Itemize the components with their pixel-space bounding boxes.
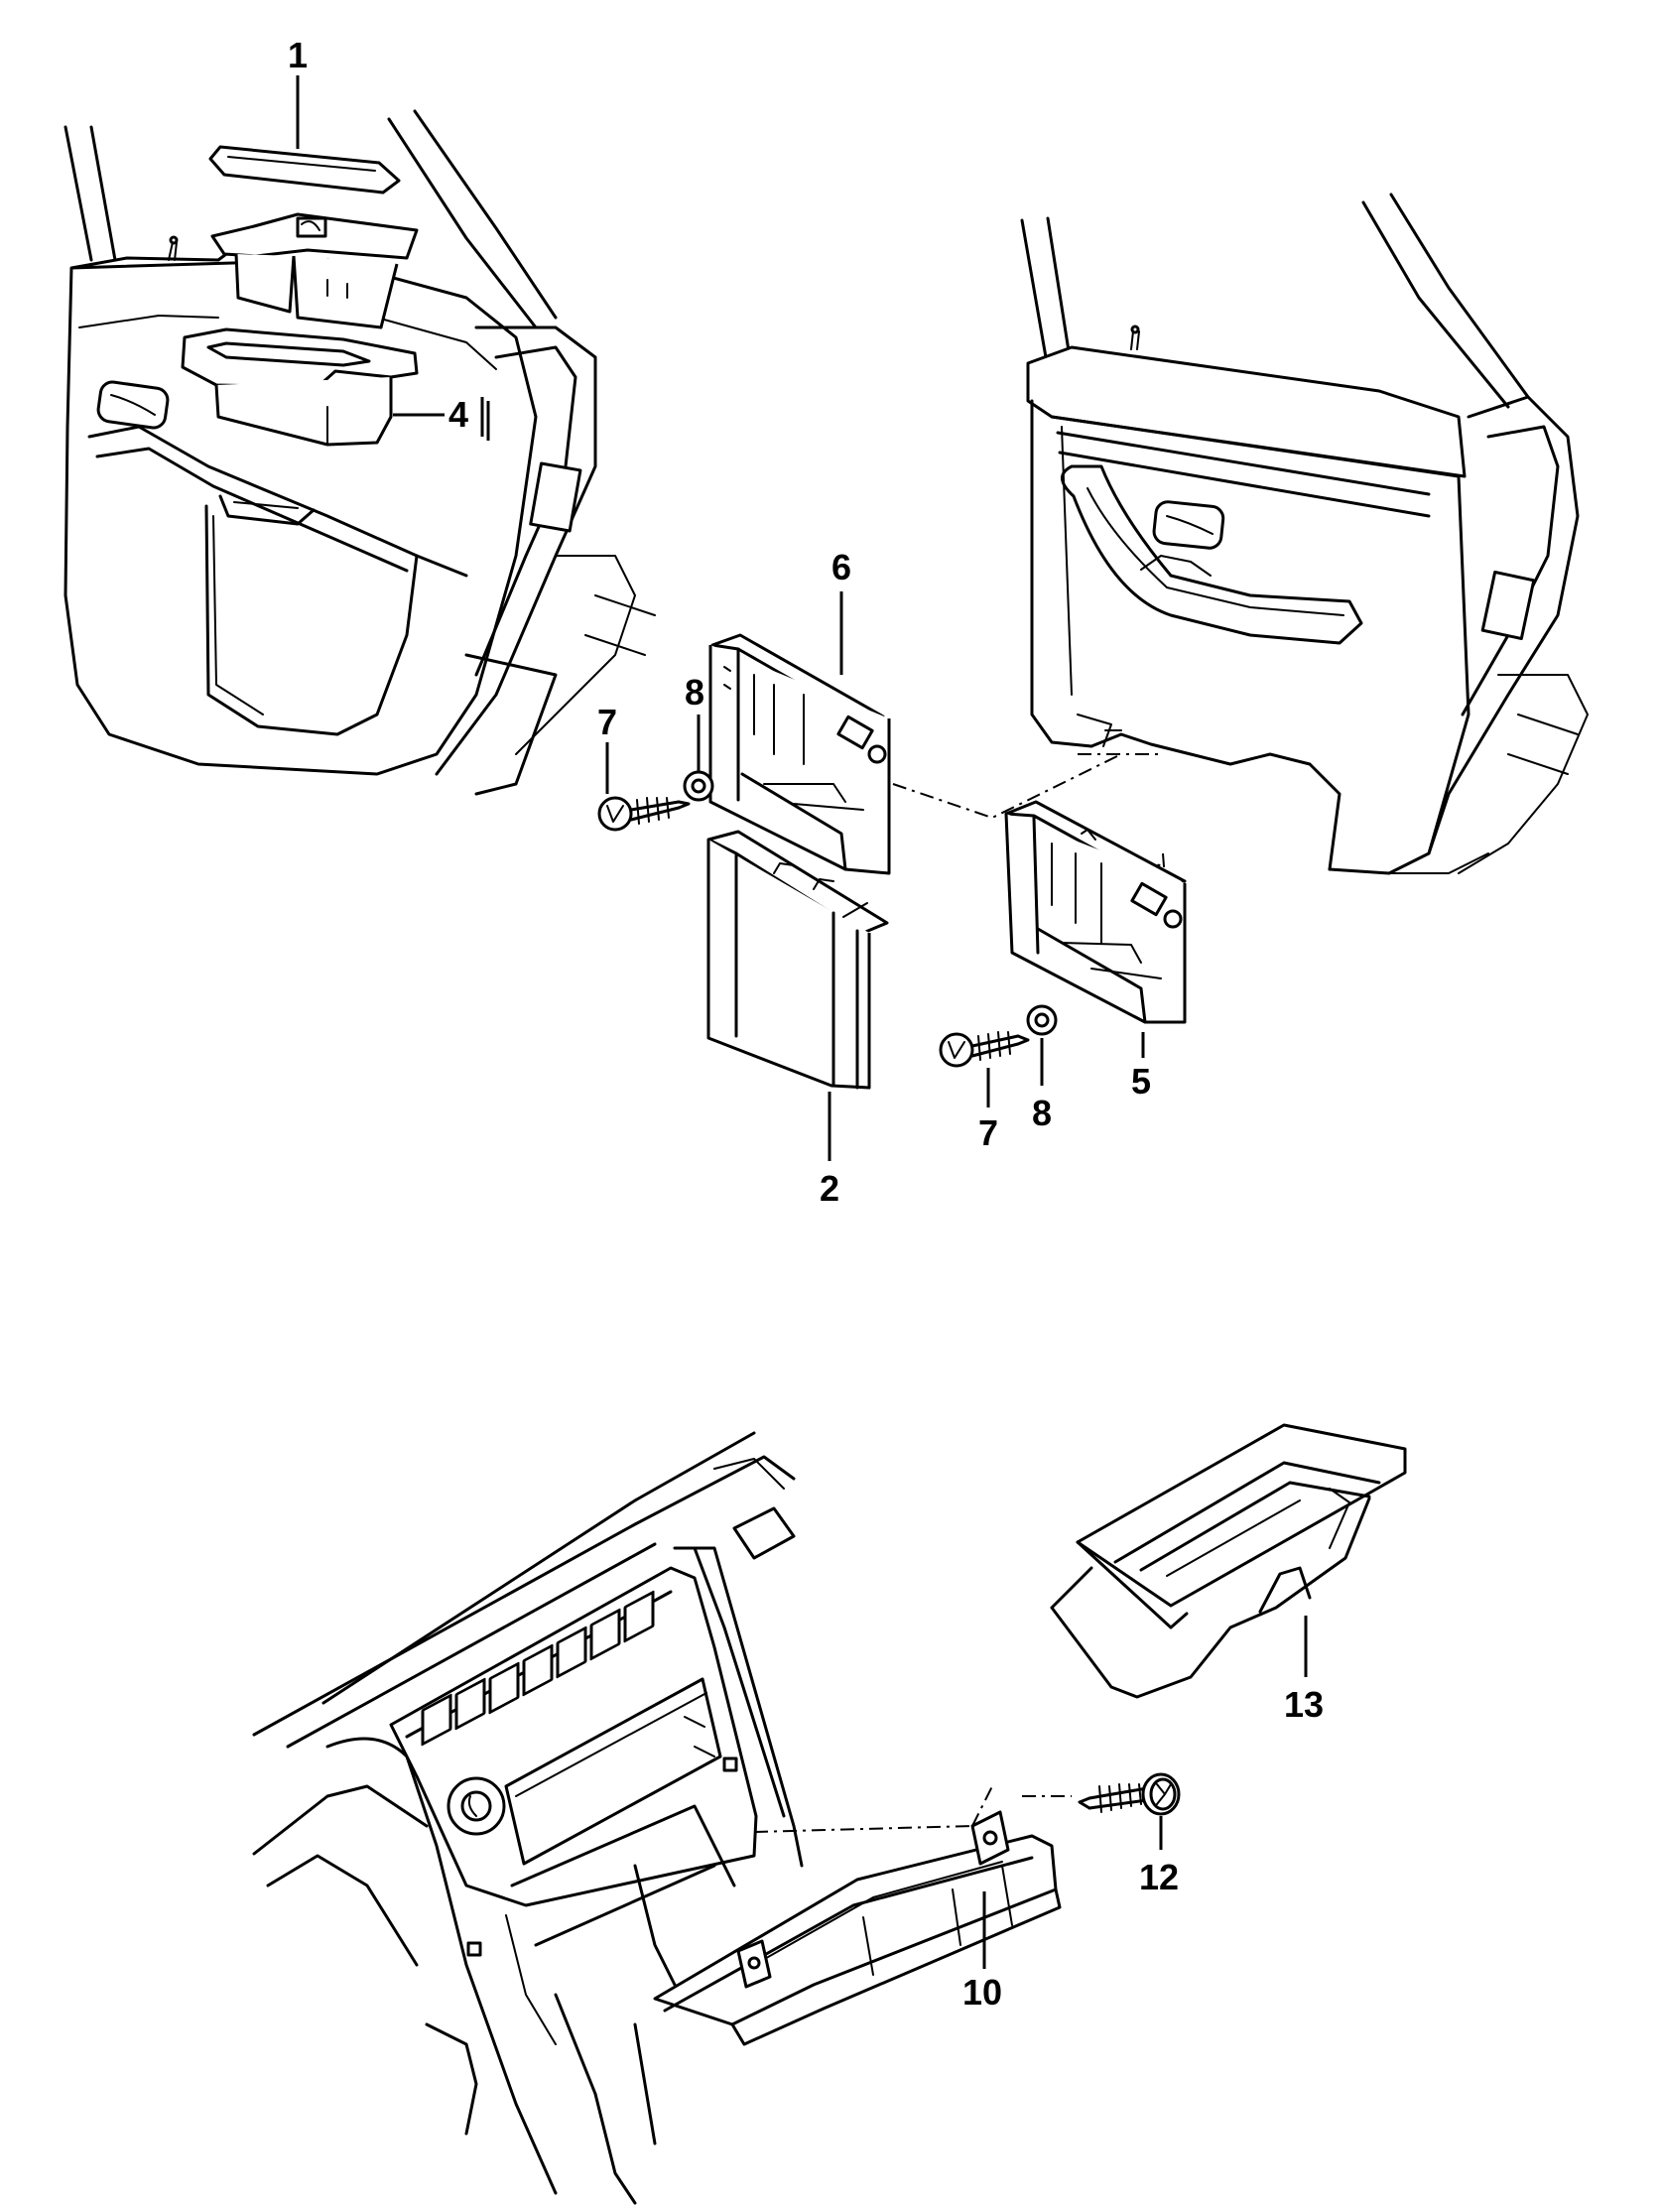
part-1-ashtray-lid [208,145,419,329]
callout-4: 4 [448,394,468,435]
part-4-tray [181,327,419,447]
leader-lines [296,75,1308,1969]
part-13-tray [1050,1423,1407,1699]
callout-1: 1 [288,35,308,75]
part-2-insert [706,830,889,1090]
callout-5: 5 [1131,1061,1151,1102]
part-8-washer-right [1026,1004,1058,1036]
callout-12: 12 [1139,1857,1179,1897]
callout-10: 10 [962,1972,1002,2013]
front-door-panel [64,109,656,796]
rear-door-panel [1020,193,1589,875]
callout-13: 13 [1284,1684,1324,1725]
dashboard-console [252,1431,804,2205]
part-5-housing [1004,800,1187,1024]
callout-8: 8 [1032,1093,1052,1133]
part-7-screw-left [597,796,691,832]
callout-7: 7 [597,702,617,742]
part-10-dash-ashtray [653,1810,1062,2046]
part-8-washer-left [683,770,714,802]
callout-8: 8 [685,672,704,713]
callout-labels: 1 4 6 7 8 2 7 8 5 13 12 10 [288,35,1324,2013]
part-12-screw [1078,1772,1181,1816]
callout-6: 6 [831,547,851,587]
part-7-screw-right [939,1031,1030,1068]
callout-2: 2 [820,1168,839,1209]
part-6-housing [708,633,891,875]
callout-7: 7 [978,1112,998,1153]
switch-row [421,1590,655,1747]
